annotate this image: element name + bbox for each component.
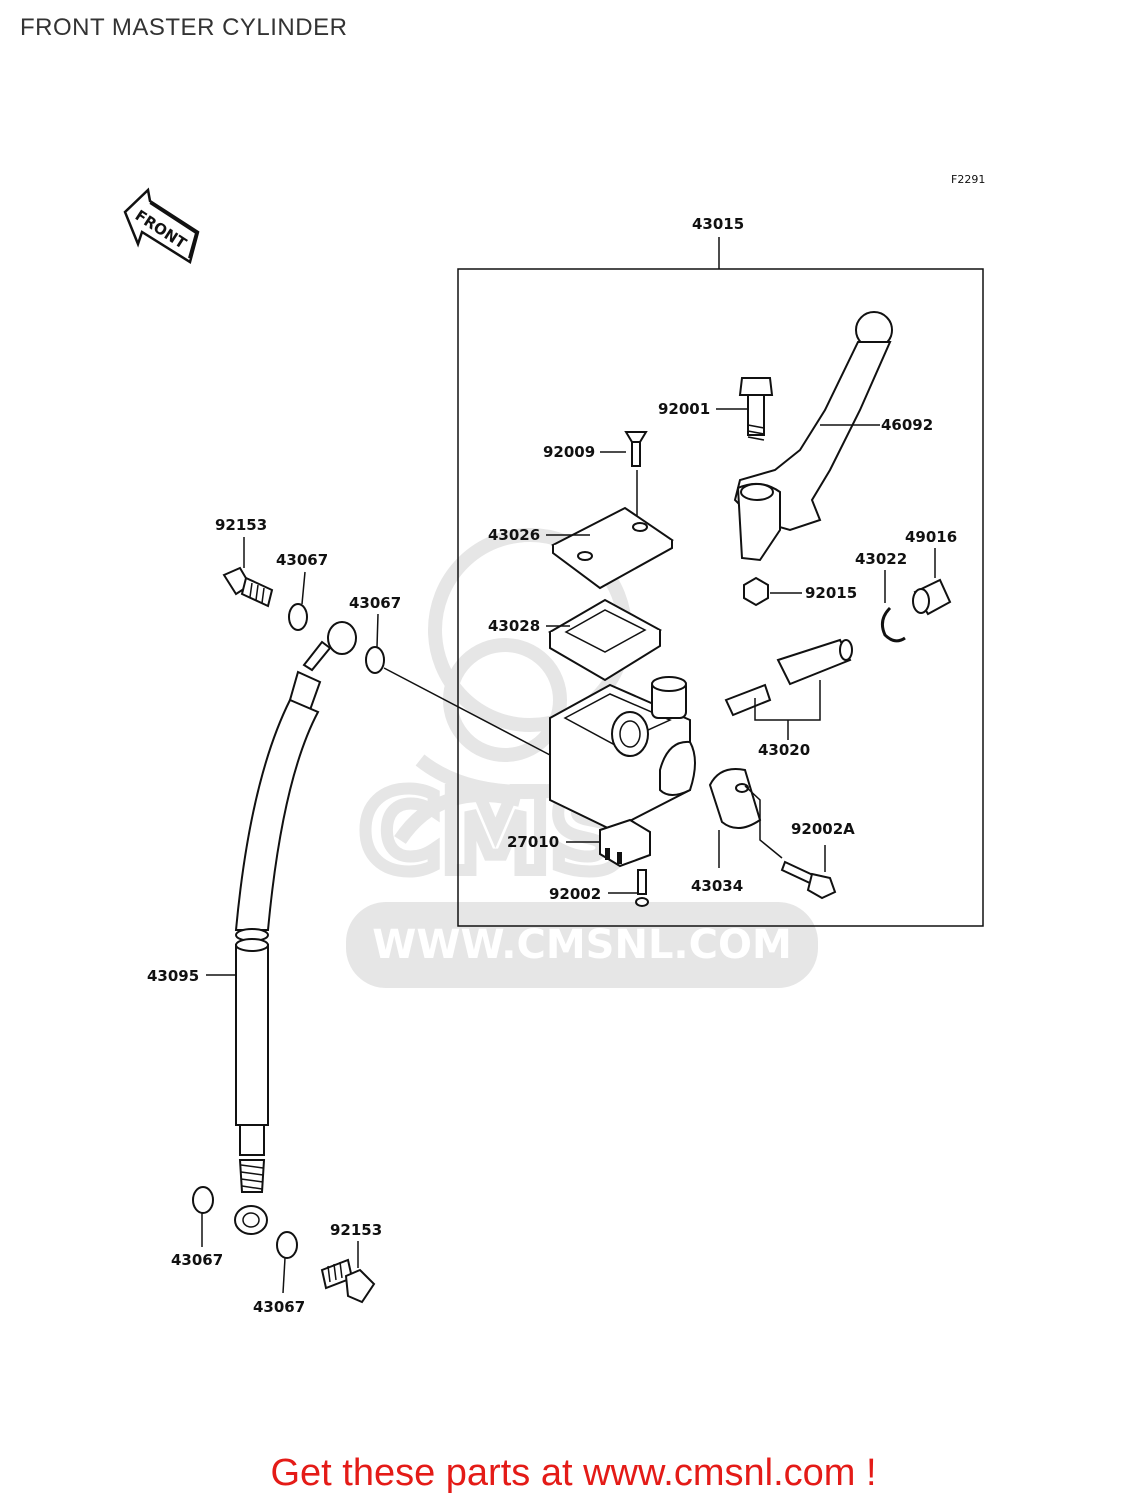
clamp-bolt-part bbox=[780, 860, 837, 900]
label-92009: 92009 bbox=[543, 443, 595, 461]
washer-top-b-part bbox=[365, 646, 385, 674]
nut-part bbox=[743, 576, 769, 607]
label-43067-bottom-a: 43067 bbox=[171, 1251, 223, 1269]
label-46092: 46092 bbox=[881, 416, 933, 434]
switch-screw-part bbox=[635, 869, 649, 907]
label-43022: 43022 bbox=[855, 550, 907, 568]
label-43028: 43028 bbox=[488, 617, 540, 635]
banjo-bolt-bottom-part bbox=[320, 1258, 376, 1304]
brake-hose-part bbox=[234, 621, 357, 1235]
washer-top-a-part bbox=[288, 603, 308, 631]
boot-part bbox=[912, 578, 952, 616]
label-92002A: 92002A bbox=[791, 820, 855, 838]
pivot-bolt-part bbox=[738, 377, 774, 441]
label-92015: 92015 bbox=[805, 584, 857, 602]
banjo-bolt-top-part bbox=[222, 566, 274, 608]
label-43095: 43095 bbox=[147, 967, 199, 985]
assembly-box bbox=[457, 268, 984, 927]
circlip-part bbox=[880, 606, 906, 643]
washer-bottom-b-part bbox=[276, 1231, 298, 1259]
figure-code: F2291 bbox=[951, 173, 985, 186]
label-43015: 43015 bbox=[692, 215, 744, 233]
label-43034: 43034 bbox=[691, 877, 743, 895]
label-43026: 43026 bbox=[488, 526, 540, 544]
watermark-text: WWW.CMSNL.COM bbox=[372, 922, 792, 968]
diaphragm-part bbox=[547, 598, 663, 682]
label-49016: 49016 bbox=[905, 528, 957, 546]
label-92001: 92001 bbox=[658, 400, 710, 418]
label-92153-top: 92153 bbox=[215, 516, 267, 534]
label-43067-bottom-b: 43067 bbox=[253, 1298, 305, 1316]
label-43020: 43020 bbox=[758, 741, 810, 759]
cap-screw-part bbox=[624, 431, 648, 467]
piston-kit-part bbox=[724, 638, 853, 717]
lever-part bbox=[733, 311, 893, 562]
label-43067-top-b: 43067 bbox=[349, 594, 401, 612]
label-92153-bottom: 92153 bbox=[330, 1221, 382, 1239]
label-43067-top-a: 43067 bbox=[276, 551, 328, 569]
reservoir-cap-part bbox=[551, 506, 674, 590]
page-title: FRONT MASTER CYLINDER bbox=[20, 14, 348, 41]
master-cylinder-body bbox=[549, 676, 696, 832]
label-92002: 92002 bbox=[549, 885, 601, 903]
washer-bottom-a-part bbox=[192, 1186, 214, 1214]
clamp-part bbox=[708, 768, 762, 829]
promo-link[interactable]: Get these parts at www.cmsnl.com ! bbox=[270, 1452, 877, 1494]
switch-part bbox=[599, 818, 651, 868]
front-arrow-icon: FRONT bbox=[123, 187, 200, 264]
label-27010: 27010 bbox=[507, 833, 559, 851]
